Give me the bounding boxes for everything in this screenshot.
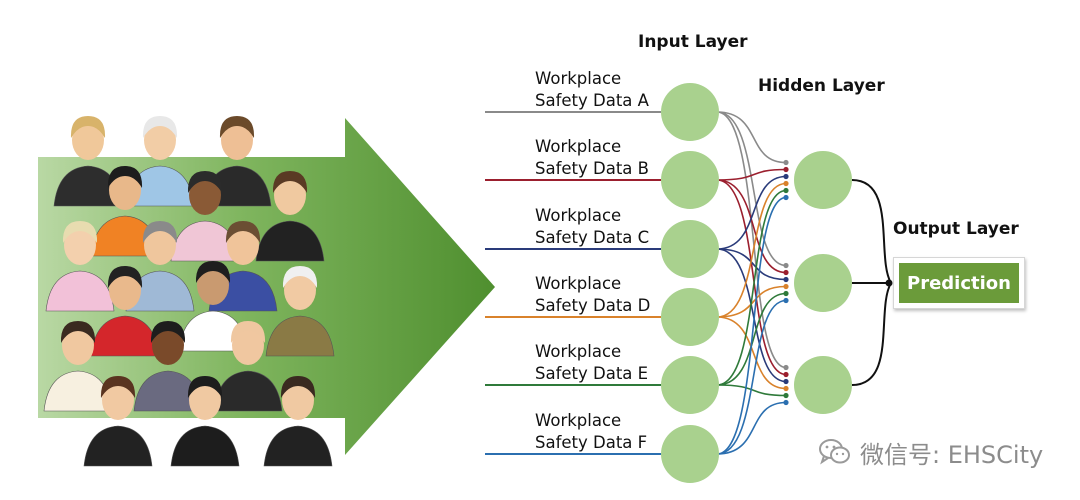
person-7 <box>125 221 195 312</box>
person-14 <box>213 321 283 412</box>
person-9 <box>90 266 160 357</box>
output-connections <box>851 179 893 386</box>
connection-1-1 <box>716 179 787 274</box>
connection-4-0 <box>716 189 787 386</box>
connection-dot-0-1 <box>783 262 789 269</box>
person-4 <box>170 171 240 262</box>
connection-dot-1-2 <box>783 371 789 378</box>
connection-0-2 <box>716 111 787 369</box>
connection-dot-2-2 <box>783 378 789 385</box>
person-3 <box>90 166 160 257</box>
connection-4-2 <box>716 384 787 397</box>
connection-0-0 <box>716 111 787 164</box>
hidden-node-2 <box>794 356 852 414</box>
connection-dot-3-1 <box>783 283 789 290</box>
output-link-2 <box>851 282 892 386</box>
connection-dot-0-2 <box>783 364 789 371</box>
person-15 <box>83 376 153 467</box>
input-node-3 <box>661 288 719 346</box>
connection-dot-1-0 <box>783 166 789 173</box>
input-node-0 <box>661 83 719 141</box>
output-link-0 <box>851 179 892 284</box>
person-12 <box>43 321 113 412</box>
connection-dot-5-1 <box>783 297 789 304</box>
connection-2-0 <box>716 175 787 250</box>
connection-dot-4-1 <box>783 290 789 297</box>
connection-5-2 <box>716 401 787 455</box>
person-0 <box>53 116 123 207</box>
connection-1-2 <box>716 179 787 376</box>
connection-3-0 <box>716 182 787 318</box>
prediction-output-box: Prediction <box>893 257 1025 309</box>
wechat-icon <box>819 439 850 465</box>
hidden-layer-title: Hidden Layer <box>758 76 885 96</box>
input-lines <box>485 111 661 455</box>
person-11 <box>265 266 335 357</box>
person-17 <box>263 376 333 467</box>
input-node-5 <box>661 425 719 483</box>
person-6 <box>45 221 115 312</box>
connection-3-1 <box>716 285 787 318</box>
person-5 <box>255 171 325 262</box>
connection-dot-4-2 <box>783 392 789 399</box>
output-layer-title: Output Layer <box>893 219 1019 239</box>
connection-dot-3-0 <box>783 180 789 187</box>
connection-0-1 <box>716 111 787 267</box>
hidden-node-0 <box>794 151 852 209</box>
people-crowd <box>43 116 335 467</box>
network-nodes <box>661 83 852 483</box>
connection-dot-0-0 <box>783 159 789 166</box>
output-dot <box>885 279 893 287</box>
connection-dot-5-2 <box>783 399 789 406</box>
connection-3-2 <box>716 316 787 390</box>
prediction-label: Prediction <box>899 263 1019 303</box>
connection-2-2 <box>716 248 787 383</box>
connection-2-1 <box>716 248 787 281</box>
watermark-text: 微信号: EHSCity <box>860 440 1044 469</box>
input-node-4 <box>661 356 719 414</box>
person-1 <box>125 116 195 207</box>
connection-dot-5-0 <box>783 194 789 201</box>
input-layer-title: Input Layer <box>638 32 748 52</box>
input-node-2 <box>661 220 719 278</box>
connection-dot-4-0 <box>783 187 789 194</box>
person-16 <box>170 376 240 467</box>
connection-4-1 <box>716 292 787 386</box>
connection-dot-2-1 <box>783 276 789 283</box>
connection-5-0 <box>716 196 787 455</box>
connection-dot-3-2 <box>783 385 789 392</box>
network-connections <box>716 111 789 455</box>
person-10 <box>178 261 248 352</box>
connection-1-0 <box>716 168 787 181</box>
input-node-1 <box>661 151 719 209</box>
connection-5-1 <box>716 299 787 455</box>
hidden-node-1 <box>794 254 852 312</box>
person-13 <box>133 321 203 412</box>
connection-dot-2-0 <box>783 173 789 180</box>
watermark: 微信号: EHSCity <box>818 432 1043 472</box>
connection-dot-1-1 <box>783 269 789 276</box>
